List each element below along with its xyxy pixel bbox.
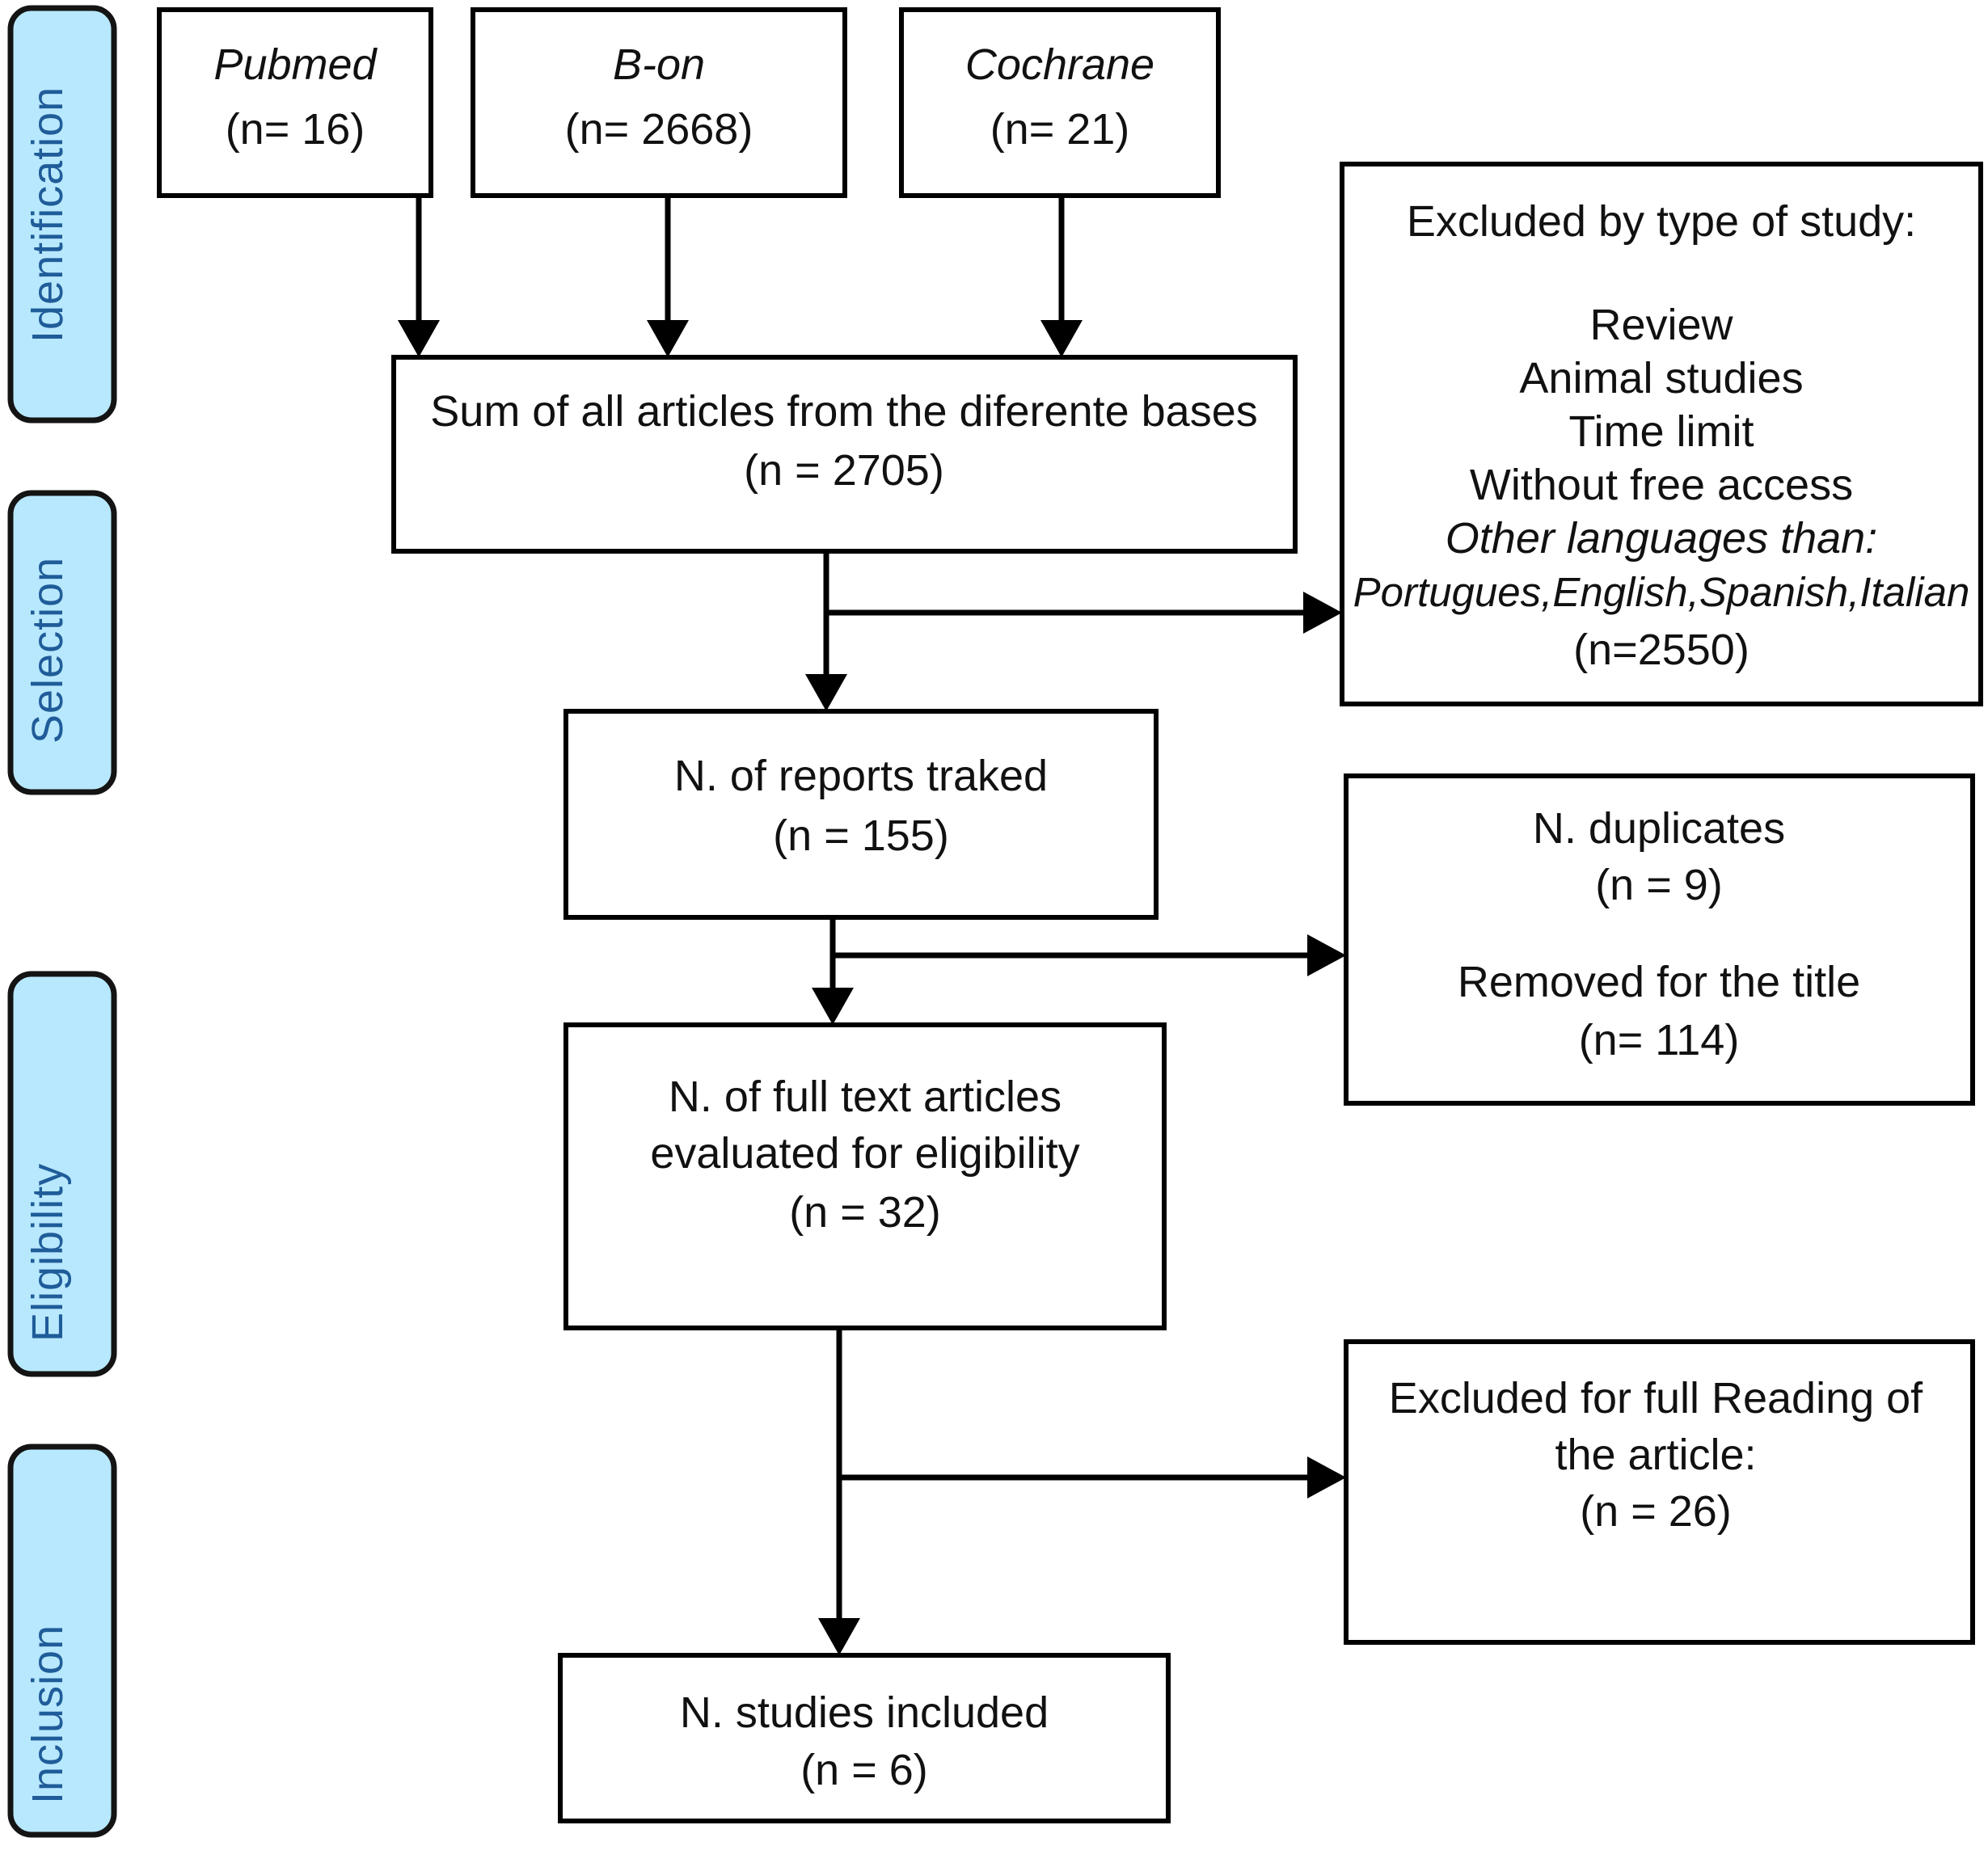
stage-bar-inclusion: Inclusion xyxy=(7,1444,117,1838)
node-box-full-text-articles-line1: N. of full text articles xyxy=(669,1073,1062,1121)
exclusion-box-type-of-study: Excluded by type of study: Review Animal… xyxy=(1340,162,1983,706)
exclusion-box-duplicates-line3: Removed for the title xyxy=(1458,958,1860,1006)
stage-bar-eligibility: Eligibility xyxy=(7,971,117,1377)
exclusion-box-duplicates-shape xyxy=(1344,773,1975,1106)
exclusion-box-type-of-study-shape xyxy=(1340,162,1983,706)
exclusion-languages-list: Portugues,English,Spanish,Italian xyxy=(1353,569,1970,615)
arrow-pubmed-to-sum xyxy=(398,196,440,357)
exclusion-reason-time-limit: Time limit xyxy=(1569,407,1754,456)
stage-bar-selection: Selection xyxy=(7,490,117,795)
node-box-studies-included-shape xyxy=(558,1653,1171,1823)
exclusion-box-full-reading-line2: the article: xyxy=(1555,1431,1756,1479)
node-box-full-text-articles: N. of full text articles evaluated for e… xyxy=(563,1022,1167,1330)
arrow-sum-to-excluded-type xyxy=(823,551,1342,634)
exclusion-box-duplicates-line1: N. duplicates xyxy=(1533,804,1785,853)
exclusion-box-full-reading: Excluded for full Reading of the article… xyxy=(1344,1339,1975,1645)
exclusion-box-duplicates-line4: (n= 114) xyxy=(1579,1016,1740,1064)
exclusion-reason-animal-studies: Animal studies xyxy=(1519,354,1803,403)
source-box-bon-count: (n= 2668) xyxy=(565,105,753,154)
stage-bar-selection-label: Selection xyxy=(23,557,72,744)
node-box-studies-included-line2: (n = 6) xyxy=(800,1746,928,1794)
arrow-bon-to-sum xyxy=(647,196,689,357)
stage-bar-eligibility-label: Eligibility xyxy=(23,1163,72,1342)
stage-bar-inclusion-label: Inclusion xyxy=(23,1625,72,1804)
node-box-reports-tracked-line2: (n = 155) xyxy=(773,811,949,860)
arrow-reports-to-full-text xyxy=(812,955,854,1025)
stage-bar-identification-label: Identification xyxy=(23,86,72,343)
node-box-studies-included: N. studies included (n = 6) xyxy=(558,1653,1171,1823)
source-box-pubmed-name: Pubmed xyxy=(213,40,378,89)
node-box-studies-included-line1: N. studies included xyxy=(680,1688,1049,1737)
node-box-reports-tracked-shape xyxy=(563,709,1159,920)
node-box-sum-all-articles: Sum of all articles from the diferente b… xyxy=(391,355,1298,554)
stage-bar-eligibility-shape xyxy=(7,971,117,1377)
stage-bar-identification-shape xyxy=(7,5,117,424)
exclusion-box-type-of-study-heading: Excluded by type of study: xyxy=(1407,197,1916,246)
stage-bar-selection-shape xyxy=(7,490,117,795)
arrow-reports-to-duplicates xyxy=(829,917,1346,976)
source-box-cochrane-count: (n= 21) xyxy=(990,105,1130,154)
exclusion-reason-review: Review xyxy=(1589,301,1733,349)
exclusion-box-type-of-study-count: (n=2550) xyxy=(1573,626,1750,674)
node-box-sum-all-articles-line2: (n = 2705) xyxy=(744,446,944,495)
source-box-bon-name: B-on xyxy=(613,40,705,89)
exclusion-box-duplicates-line2: (n = 9) xyxy=(1595,861,1723,909)
source-box-cochrane-shape xyxy=(899,7,1221,198)
node-box-reports-tracked-line1: N. of reports traked xyxy=(674,752,1048,800)
source-box-pubmed: Pubmed (n= 16) xyxy=(157,7,433,198)
exclusion-box-full-reading-shape xyxy=(1344,1339,1975,1645)
source-box-bon-shape xyxy=(471,7,847,198)
exclusion-box-duplicates: N. duplicates (n = 9) Removed for the ti… xyxy=(1344,773,1975,1106)
exclusion-languages-heading: Other languages than: xyxy=(1446,514,1877,563)
exclusion-box-full-reading-line1: Excluded for full Reading of xyxy=(1389,1374,1923,1423)
node-box-full-text-articles-line2: evaluated for eligibility xyxy=(650,1129,1079,1178)
node-box-reports-tracked: N. of reports traked (n = 155) xyxy=(563,709,1159,920)
node-box-sum-all-articles-shape xyxy=(391,355,1298,554)
source-box-cochrane: Cochrane (n= 21) xyxy=(899,7,1221,198)
stage-bar-identification: Identification xyxy=(7,5,117,424)
stage-bar-inclusion-shape xyxy=(7,1444,117,1838)
source-box-pubmed-shape xyxy=(157,7,433,198)
source-box-bon: B-on (n= 2668) xyxy=(471,7,847,198)
arrow-full-text-to-included xyxy=(818,1477,860,1655)
arrow-cochrane-to-sum xyxy=(1040,196,1083,357)
exclusion-reason-without-free-access: Without free access xyxy=(1470,461,1853,509)
arrow-full-text-to-full-reading xyxy=(836,1328,1346,1498)
exclusion-box-full-reading-line3: (n = 26) xyxy=(1580,1487,1732,1536)
source-box-pubmed-count: (n= 16) xyxy=(226,105,365,154)
source-box-cochrane-name: Cochrane xyxy=(965,40,1154,89)
arrow-sum-to-reports xyxy=(805,613,847,711)
node-box-full-text-articles-line3: (n = 32) xyxy=(789,1188,941,1237)
node-box-sum-all-articles-line1: Sum of all articles from the diferente b… xyxy=(430,387,1257,436)
node-box-full-text-articles-shape xyxy=(563,1022,1167,1330)
